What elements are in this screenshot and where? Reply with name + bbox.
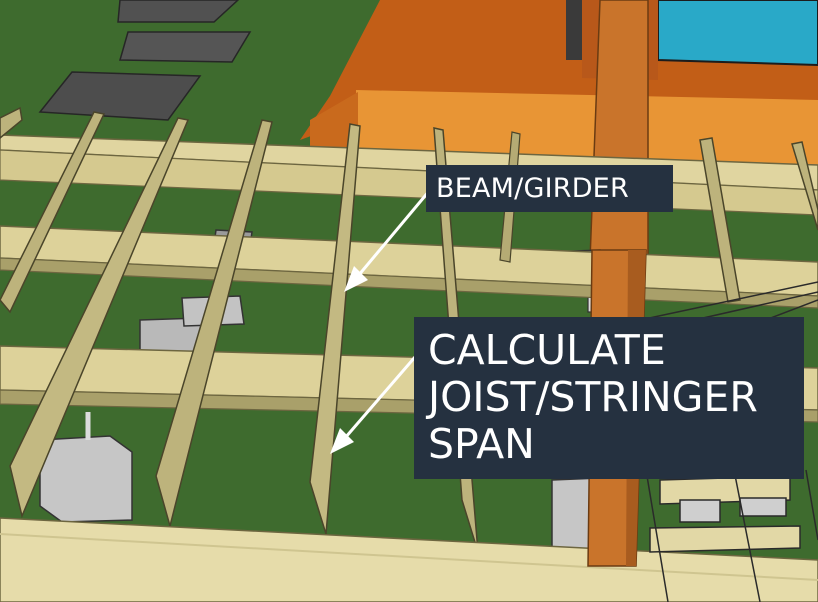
beam-girder-label: BEAM/GIRDER	[436, 173, 629, 204]
paver-2	[119, 31, 252, 63]
joist-5	[309, 123, 361, 535]
beam-arrow-head	[344, 266, 368, 292]
joist-1	[0, 106, 23, 139]
stepping-stones	[38, 0, 252, 121]
paver-3	[38, 71, 202, 121]
joist-3	[9, 117, 190, 519]
beam-girder-callout: BEAM/GIRDER	[426, 165, 673, 212]
rim-board	[0, 517, 818, 602]
beam-arrow-line	[356, 189, 432, 277]
footing-1	[39, 435, 133, 523]
joist-span-callout: CALCULATE JOIST/STRINGER SPAN	[414, 317, 804, 479]
joist-callout-line-1: CALCULATE	[428, 326, 666, 374]
joist-callout-line-3: SPAN	[428, 420, 535, 468]
joist-callout-line-2: JOIST/STRINGER	[428, 373, 758, 421]
deck-post-upper	[589, 0, 649, 261]
joist-arrow-head	[330, 428, 354, 454]
house-window-frame	[566, 0, 582, 60]
stair-framing	[639, 281, 818, 602]
joist-7	[699, 137, 741, 303]
joist-2	[0, 111, 106, 314]
house-corner	[310, 92, 358, 160]
joist-8	[791, 141, 818, 231]
pool-water	[657, 0, 818, 67]
joist-4	[155, 119, 273, 529]
paver-1	[117, 0, 240, 23]
